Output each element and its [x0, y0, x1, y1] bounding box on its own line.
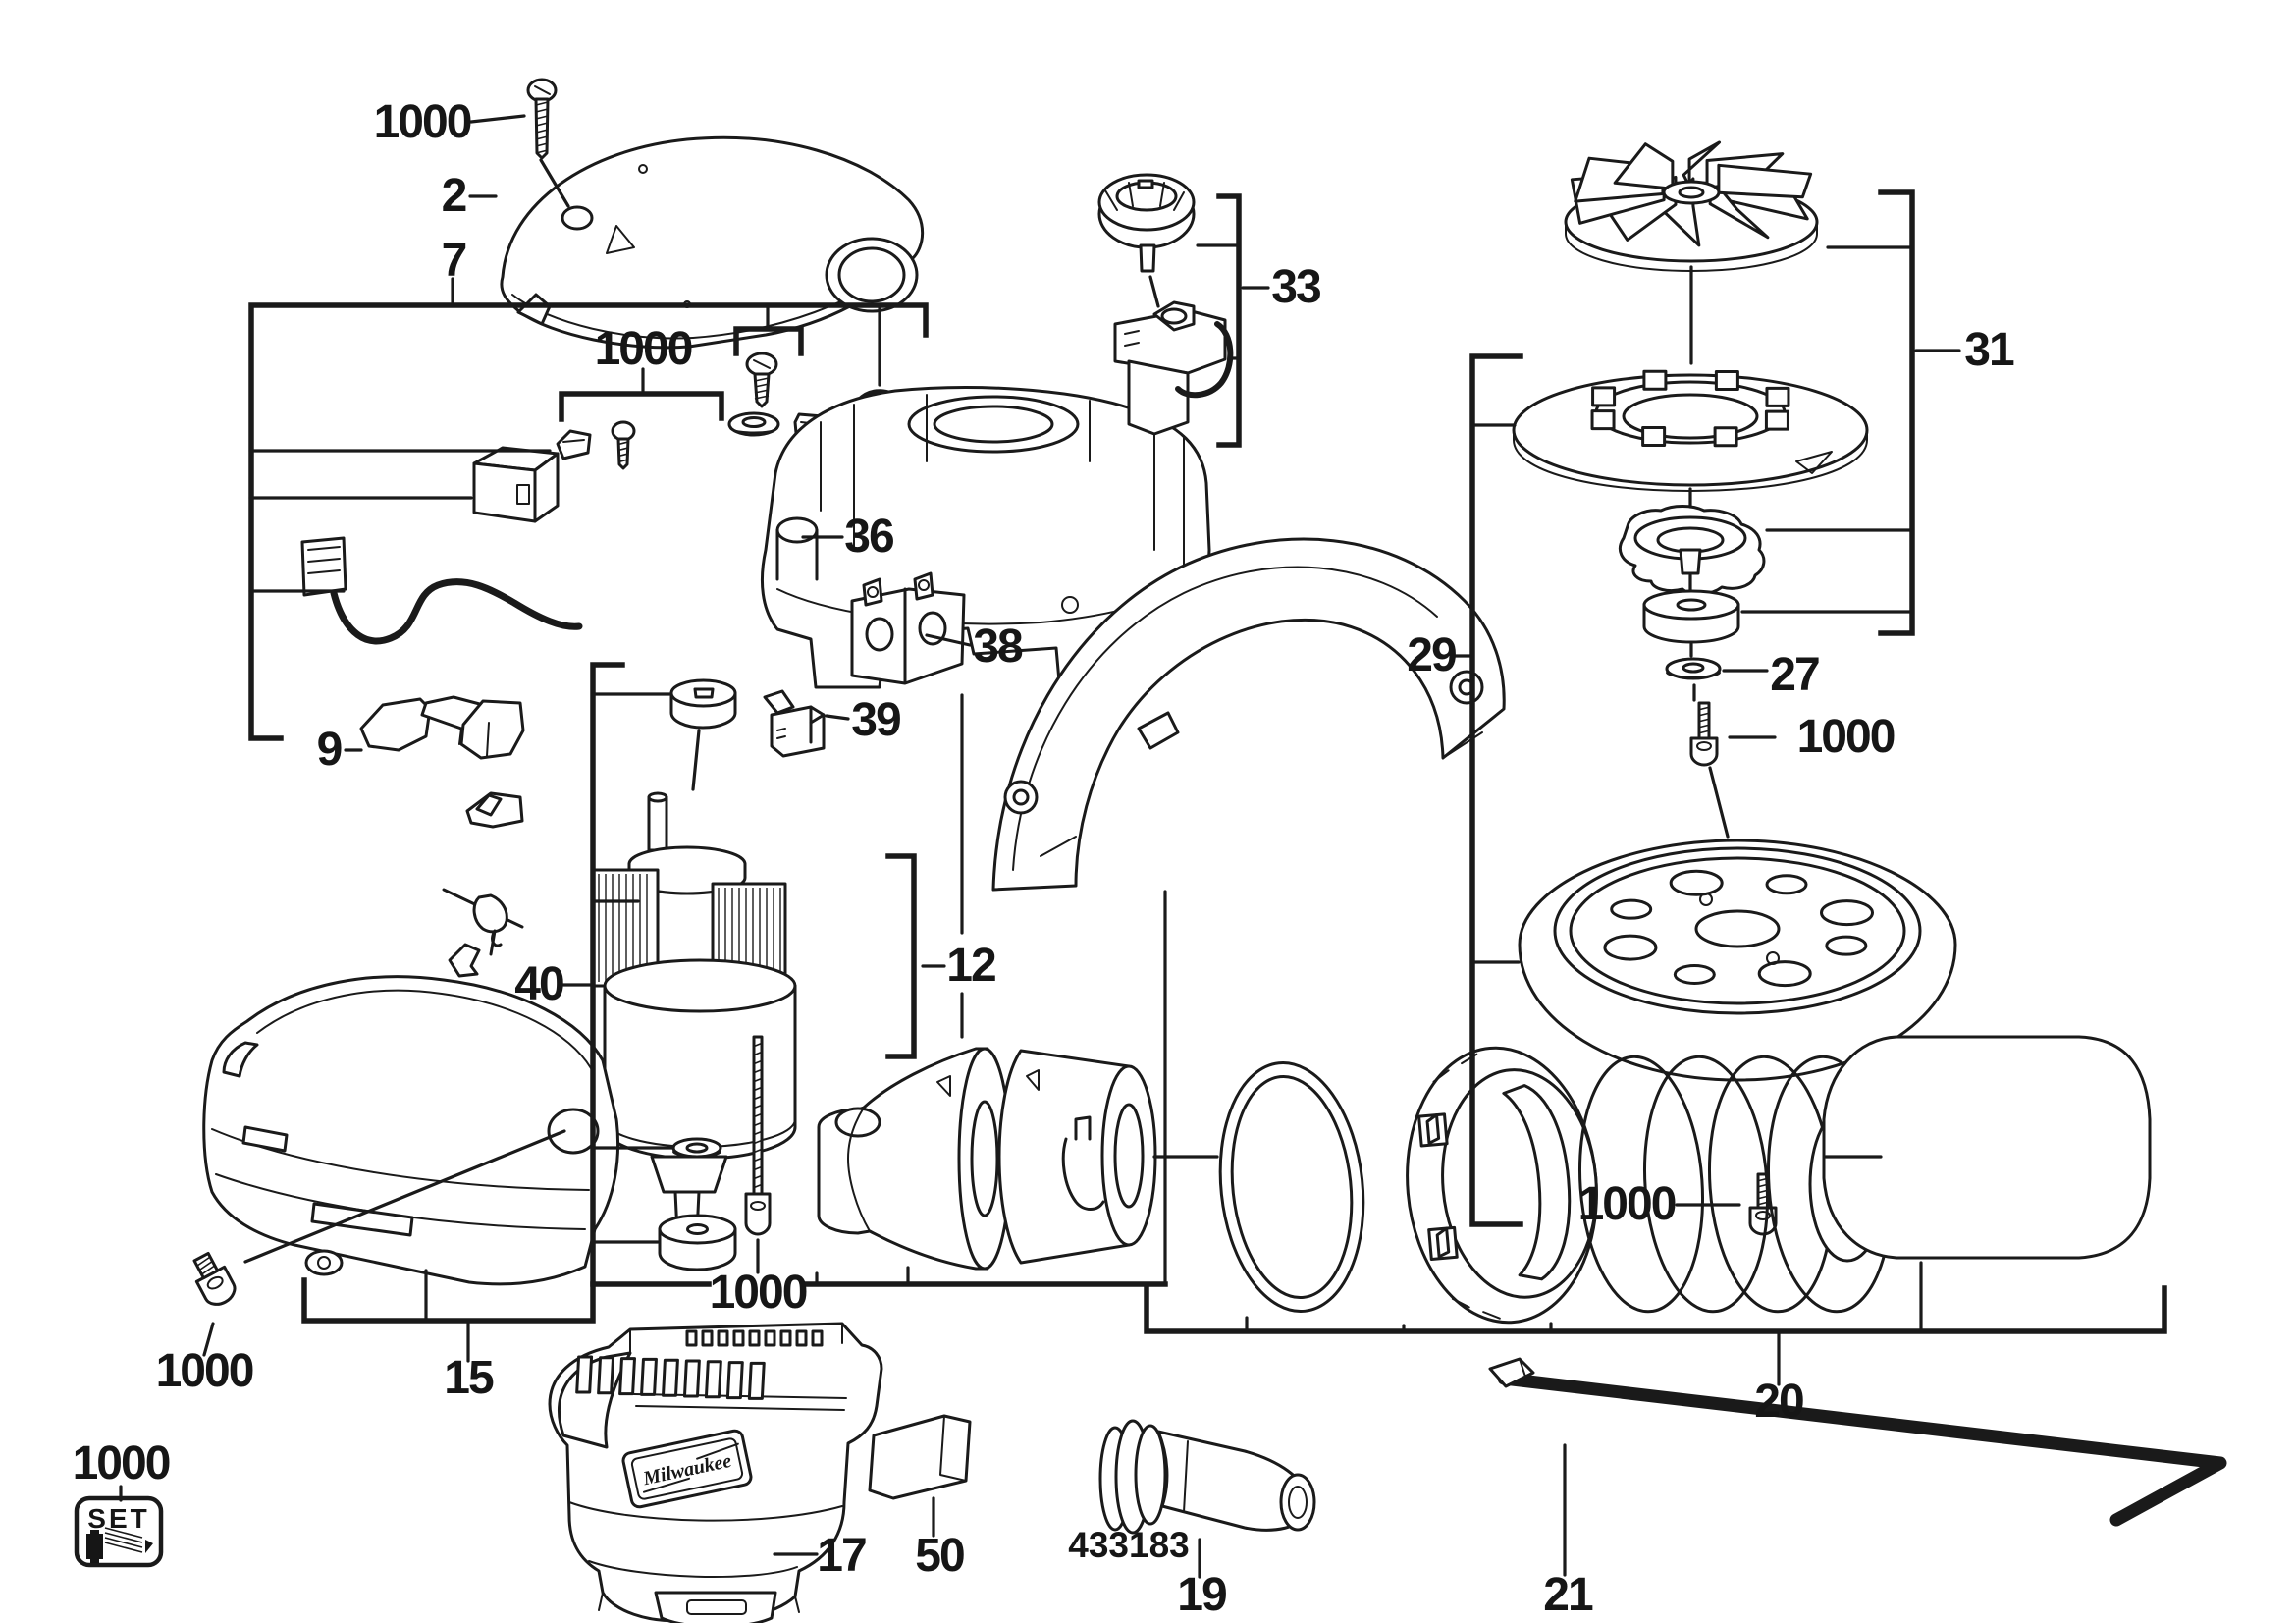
- clip-part: [556, 429, 592, 460]
- leader-line: [243, 1129, 566, 1264]
- lock-nut-part: [1619, 505, 1766, 596]
- clamshell-housing-part: [202, 975, 620, 1286]
- set-kit-icon: SET: [74, 1495, 164, 1568]
- leader-line: [691, 729, 701, 791]
- callout-top-cover: 2: [442, 170, 466, 222]
- switch-assembly-part: [1113, 300, 1234, 436]
- leader-line: [202, 1322, 215, 1357]
- callout-group-electronics: 7: [442, 235, 466, 287]
- housing-screw-part: [192, 1251, 237, 1306]
- callout-group-switch-knob: 33: [1271, 261, 1320, 313]
- bracket-20: [1144, 1283, 2167, 1334]
- sheet-number: 433183: [1068, 1525, 1189, 1565]
- micro-switch-part: [763, 689, 826, 758]
- pad-screw-part: [1748, 1172, 1778, 1236]
- tiny-clip-part: [448, 943, 481, 978]
- callout-screw-bearing: 1000: [1797, 711, 1895, 763]
- callout-hex-key: 21: [1543, 1569, 1593, 1621]
- spring-pin-part: [442, 888, 524, 956]
- leader-lines: [119, 114, 1961, 1579]
- retaining-washer-part: [671, 1137, 722, 1159]
- cable-keeper-part: [727, 411, 780, 437]
- callout-sanding-sheet: 50: [915, 1530, 964, 1582]
- callout-screw-set-icon: 1000: [73, 1437, 170, 1489]
- o-ring-part: [1218, 1060, 1365, 1314]
- callout-group-clutch-spring: 20: [1754, 1376, 1803, 1428]
- callout-screw-pad: 1000: [1578, 1178, 1676, 1230]
- leader-line: [469, 114, 526, 124]
- cooling-fan-part: [1564, 140, 1819, 272]
- callout-washer: 27: [1770, 649, 1819, 701]
- bracket-1000-right: [733, 326, 804, 356]
- leader-line: [825, 714, 850, 721]
- sanding-sheet-part: [868, 1414, 972, 1500]
- group-brackets: [248, 189, 2167, 1334]
- spindle-screw-part: [744, 1035, 772, 1236]
- bracket-40-15: [301, 662, 625, 1324]
- callout-screw-spindle: 1000: [710, 1267, 807, 1319]
- callout-armature: 40: [514, 958, 563, 1010]
- bracket-31: [1878, 189, 1915, 636]
- washer-part: [1665, 657, 1722, 680]
- callout-micro-switch: 39: [851, 694, 900, 746]
- capacitor-part: [472, 446, 560, 523]
- hex-key-part: [1488, 1357, 2227, 1527]
- callout-group-pad-drive: 29: [1407, 629, 1456, 681]
- bearing-cap-part: [669, 678, 737, 730]
- bearing-screw-part: [1689, 701, 1719, 767]
- ratchet-collar-part: [1406, 1046, 1598, 1325]
- bracket-12: [885, 853, 917, 1059]
- clutch-drum-part: [997, 1049, 1157, 1265]
- callout-group-lower-housing: 15: [444, 1352, 494, 1404]
- callout-terminal-block: 38: [973, 621, 1023, 673]
- callout-screw-housing: 1000: [156, 1345, 253, 1397]
- callout-group-fan-drive: 31: [1964, 324, 2014, 376]
- screw-top-cover-part: [526, 78, 558, 160]
- leader-line: [1148, 275, 1160, 308]
- leader-line: [1708, 766, 1730, 839]
- set-label: SET: [87, 1503, 149, 1534]
- callout-screw-set-upper: 1000: [595, 323, 692, 375]
- bracket-33: [1216, 193, 1242, 448]
- bearing-sleeve-part: [1642, 589, 1740, 644]
- switch-actuator-part: [465, 791, 524, 829]
- handle-lever-part: [359, 695, 525, 760]
- dust-canister-part: [1822, 1035, 2152, 1260]
- leader-line: [925, 633, 972, 647]
- leader-line: [539, 158, 570, 208]
- main-body-part: Milwaukee: [548, 1322, 883, 1623]
- lower-bearing-part: [658, 1214, 737, 1271]
- screw-big-upper-part: [745, 352, 778, 408]
- handle-cover-part: [991, 537, 1506, 892]
- dust-nozzle-part: [1098, 1419, 1316, 1535]
- fan-clutch-part: [817, 1047, 1012, 1271]
- screw-small-upper-part: [611, 420, 636, 470]
- backing-pad-part: [1518, 839, 1957, 1082]
- top-cover-part: [500, 135, 925, 350]
- bracket-7: [248, 302, 929, 741]
- callout-main-body: 17: [817, 1530, 866, 1582]
- callout-dust-nozzle: 19: [1177, 1569, 1226, 1621]
- pad-skirt-part: [1512, 369, 1869, 492]
- speed-dial-part: [1097, 173, 1196, 273]
- bracket-1000-left: [559, 391, 724, 422]
- callout-motor-housing: 36: [844, 511, 893, 563]
- callout-handle-lever: 9: [317, 724, 342, 776]
- bracket-29: [1469, 353, 1523, 1227]
- callout-screw-top-cover: 1000: [374, 96, 471, 148]
- callout-group-contact-set: 12: [946, 940, 995, 992]
- armature-part: [591, 791, 797, 1241]
- wire-harness-lower-part: [300, 536, 583, 645]
